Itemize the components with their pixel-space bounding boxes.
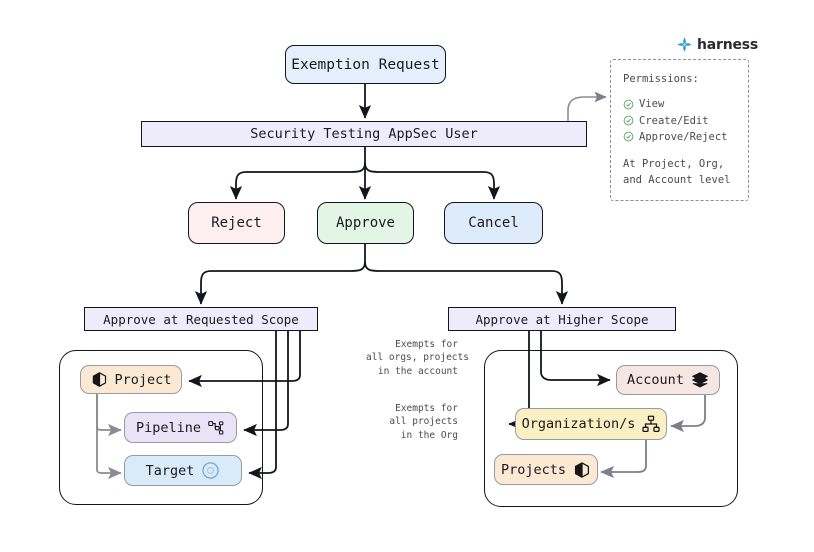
- permission-label: Create/Edit: [639, 114, 709, 127]
- approve-requested-scope-node[interactable]: Approve at Requested Scope: [84, 307, 318, 331]
- target-label: Target: [145, 462, 195, 479]
- org-exempt-note: Exempts for all projects in the Org: [389, 403, 458, 441]
- cancel-button[interactable]: Cancel: [444, 202, 543, 244]
- reject-button[interactable]: Reject: [188, 202, 285, 244]
- permission-item-view: View: [623, 96, 748, 112]
- higher-scope-group: [484, 350, 738, 507]
- permission-label: Approve/Reject: [639, 130, 728, 143]
- account-node[interactable]: Account: [616, 365, 720, 395]
- brand-logo: harness: [676, 36, 758, 53]
- layers-icon: [691, 371, 709, 389]
- projects-node[interactable]: Projects: [494, 454, 598, 485]
- approve-requested-scope-label: Approve at Requested Scope: [103, 311, 299, 327]
- exemption-request-node[interactable]: Exemption Request: [285, 45, 446, 84]
- pipeline-label: Pipeline: [135, 419, 202, 436]
- approve-higher-scope-node[interactable]: Approve at Higher Scope: [448, 307, 676, 331]
- check-circle-icon: [623, 99, 634, 110]
- approve-label: Approve: [335, 215, 395, 231]
- organizations-node[interactable]: Organization/s: [515, 408, 667, 440]
- account-exempt-note: Exempts for all orgs, projects in the ac…: [366, 339, 469, 377]
- permission-label: View: [639, 98, 665, 111]
- exemption-request-label: Exemption Request: [291, 56, 440, 73]
- cube-icon: [91, 371, 108, 388]
- approve-higher-scope-label: Approve at Higher Scope: [475, 311, 649, 327]
- org-chart-icon: [642, 415, 660, 433]
- projects-label: Projects: [500, 461, 567, 478]
- reject-label: Reject: [211, 215, 262, 231]
- permissions-title: Permissions:: [623, 73, 699, 85]
- approve-button[interactable]: Approve: [317, 202, 414, 244]
- check-circle-icon: [623, 115, 634, 126]
- project-node[interactable]: Project: [80, 365, 182, 394]
- check-circle-icon: [623, 131, 634, 142]
- appsec-user-label: Security Testing AppSec User: [250, 126, 478, 142]
- target-node[interactable]: Target: [124, 455, 242, 486]
- cube-icon: [573, 461, 591, 479]
- permissions-footer: At Project, Org, and Account level: [623, 158, 731, 187]
- permissions-panel: Permissions: View Create/Edit: [610, 59, 749, 201]
- harness-logo-icon: [676, 36, 693, 53]
- permission-item-create-edit: Create/Edit: [623, 113, 748, 129]
- cancel-label: Cancel: [468, 215, 519, 231]
- permission-item-approve-reject: Approve/Reject: [623, 129, 748, 145]
- organizations-label: Organization/s: [521, 416, 636, 432]
- pipeline-node[interactable]: Pipeline: [124, 412, 237, 443]
- target-icon: [201, 461, 220, 480]
- brand-name: harness: [697, 36, 759, 53]
- pipeline-icon: [208, 420, 225, 436]
- account-label: Account: [627, 372, 684, 388]
- appsec-user-node[interactable]: Security Testing AppSec User: [141, 121, 587, 147]
- project-label: Project: [114, 371, 172, 388]
